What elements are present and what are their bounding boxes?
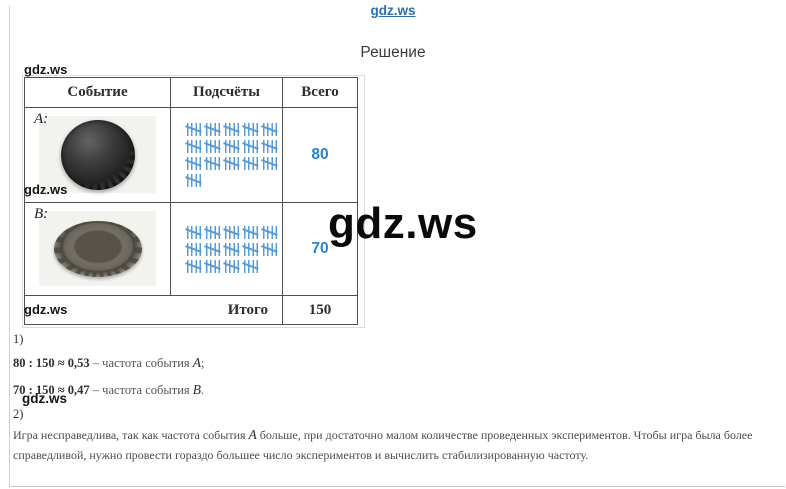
watermark-above-table: gdz.ws [24, 62, 68, 77]
event-a-cell: A: [24, 107, 171, 203]
table-header-row: Событие Подсчёты Всего [24, 77, 358, 108]
bottle-cap-top-image [60, 119, 135, 190]
bottle-cap-inside-image [53, 220, 142, 277]
tally-cell-a [170, 107, 283, 203]
part1-label: 1) [13, 332, 24, 346]
conclusion-paragraph: Игра несправедлива, так как частота собы… [13, 424, 770, 465]
event-b-cell: B: [24, 202, 171, 296]
frequency-text-b: – частота события [89, 383, 193, 397]
conclusion-var: A [248, 427, 257, 442]
table-row-event-a: A: 80 [24, 107, 358, 203]
footer-label: Итого [24, 295, 283, 325]
conclusion-post: больше, при достаточно малом количестве … [13, 428, 753, 462]
page-title: Решение [360, 44, 426, 61]
frequency-table-wrapper: Событие Подсчёты Всего A: 80 B: [22, 75, 365, 328]
watermark-bottom-table: gdz.ws [24, 302, 68, 317]
event-b-photo [39, 211, 156, 286]
part2-label: 2) [13, 407, 24, 421]
expression-b: 70 : 150 ≈ 0,47 [13, 383, 90, 397]
table-row-event-b: B: 70 [24, 202, 358, 296]
footer-total: 150 [282, 295, 358, 325]
frequency-line-a: 80 : 150 ≈ 0,53 – частота события A; [13, 355, 205, 371]
frequency-table: Событие Подсчёты Всего A: 80 B: [24, 77, 358, 325]
watermark-large: gdz.ws [328, 199, 478, 248]
watermark-link-top[interactable]: gdz.ws [370, 3, 416, 18]
tally-cell-b [170, 202, 283, 296]
watermark-solution: gdz.ws [22, 391, 68, 406]
event-b-label: B: [34, 206, 49, 222]
total-a: 80 [282, 107, 358, 203]
table-footer-row: Итого 150 [24, 295, 358, 325]
header-event: Событие [24, 77, 171, 108]
punct-a: ; [201, 356, 205, 370]
expression-a: 80 : 150 ≈ 0,53 [13, 356, 90, 370]
watermark-mid-table: gdz.ws [24, 182, 68, 197]
header-tallies: Подсчёты [170, 77, 283, 108]
frequency-text-a: – частота события [89, 356, 193, 370]
event-var-a: A [192, 355, 202, 370]
event-var-b: B [192, 382, 202, 397]
punct-b: . [201, 383, 205, 397]
conclusion-pre: Игра несправедлива, так как частота собы… [13, 428, 249, 442]
tally-marks-a [187, 123, 282, 187]
tally-marks-b [187, 225, 282, 273]
event-a-label: A: [34, 111, 49, 127]
frequency-line-b: 70 : 150 ≈ 0,47 – частота события B. [13, 382, 204, 398]
event-a-photo [39, 116, 156, 193]
header-total: Всего [282, 77, 358, 108]
